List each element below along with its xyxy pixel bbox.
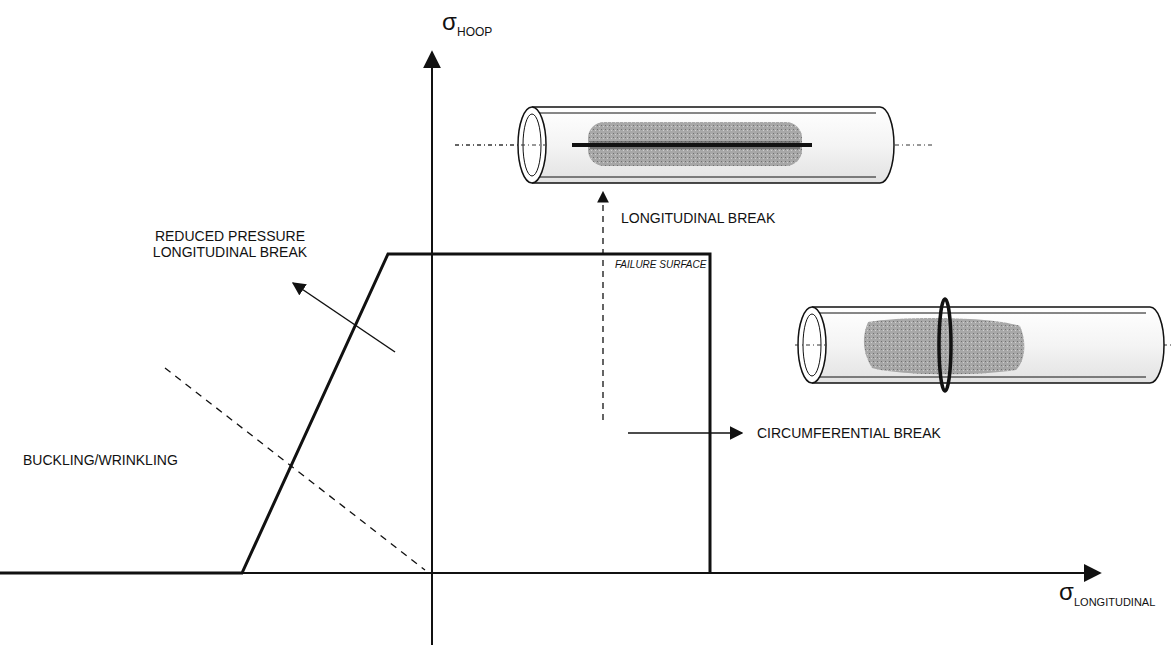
buckling-line — [165, 368, 425, 570]
hoop-axis — [431, 52, 433, 645]
reduced-pressure-arrow — [293, 283, 395, 352]
axes — [0, 52, 1100, 645]
failure-surface-line — [0, 254, 710, 573]
failure-mode-label: REDUCED PRESSURE LONGITUDINAL BREAK — [140, 228, 320, 260]
pipe-longitudinal-break — [455, 107, 935, 183]
pipe-circumferential-break — [795, 299, 1172, 391]
failure-surface-label: FAILURE SURFACE — [614, 259, 707, 271]
circumferential-break-arrow — [628, 432, 742, 434]
failure-mode-label: BUCKLING/WRINKLING — [22, 452, 179, 468]
longitudinal-break-arrow — [602, 192, 603, 420]
axis-subscript: LONGITUDINAL — [1073, 596, 1156, 609]
failure-mode-label: CIRCUMFERENTIAL BREAK — [756, 425, 942, 441]
axis-subscript: HOOP — [456, 26, 493, 40]
failure-mode-label: LONGITUDINAL BREAK — [620, 210, 776, 226]
